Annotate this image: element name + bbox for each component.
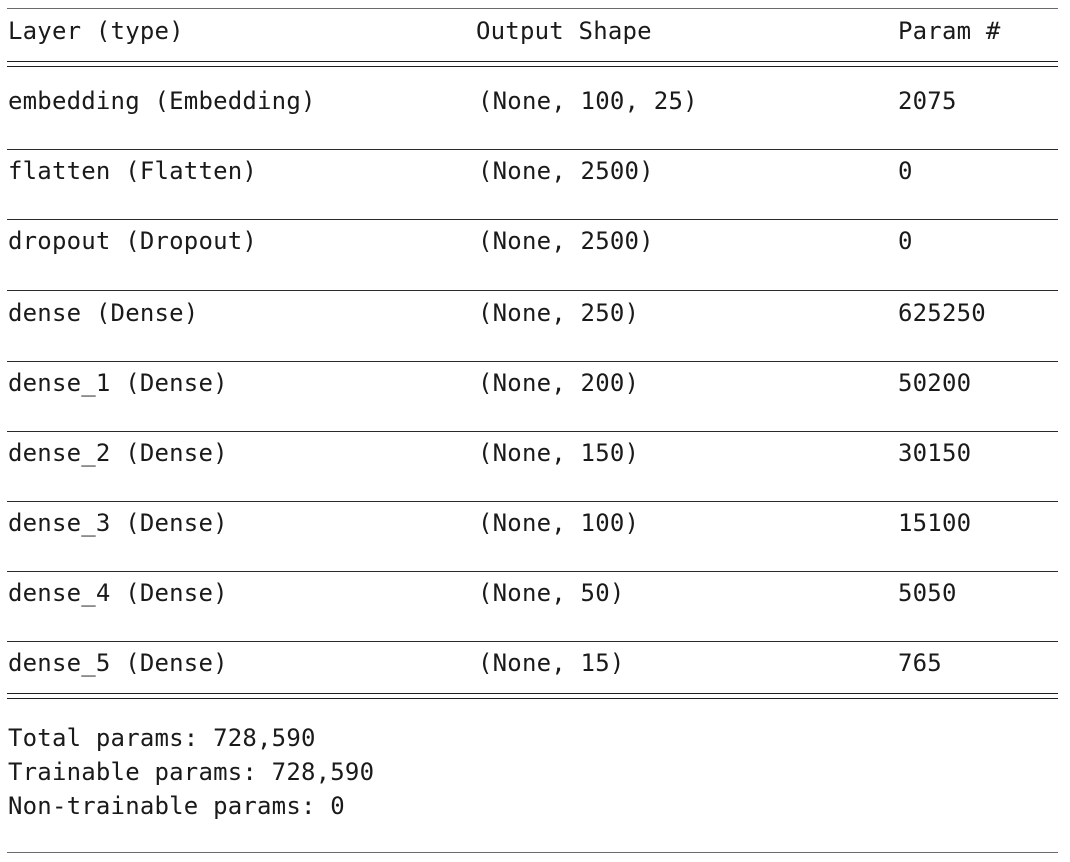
output-shape: (None, 2500)	[478, 227, 654, 255]
non-trainable-params: Non-trainable params: 0	[8, 792, 345, 820]
param-count: 0	[898, 157, 913, 185]
row-divider	[7, 641, 1058, 642]
layer-name: dense_3 (Dense)	[8, 509, 228, 537]
output-shape: (None, 50)	[478, 579, 625, 607]
header-output-shape: Output Shape	[476, 17, 652, 45]
layer-name: flatten (Flatten)	[8, 157, 258, 185]
footer-double-rule	[7, 693, 1058, 699]
bottom-rule	[7, 852, 1058, 853]
row-divider	[7, 219, 1058, 220]
row-divider	[7, 571, 1058, 572]
top-rule	[7, 8, 1058, 9]
layer-name: dense_1 (Dense)	[8, 369, 228, 397]
output-shape: (None, 250)	[478, 299, 640, 327]
row-divider	[7, 290, 1058, 291]
output-shape: (None, 15)	[478, 649, 625, 677]
layer-name: embedding (Embedding)	[8, 87, 316, 115]
layer-name: dense_4 (Dense)	[8, 579, 228, 607]
row-divider	[7, 431, 1058, 432]
output-shape: (None, 100, 25)	[478, 87, 698, 115]
row-divider	[7, 501, 1058, 502]
param-count: 5050	[898, 579, 957, 607]
output-shape: (None, 100)	[478, 509, 640, 537]
header-param-count: Param #	[898, 17, 1001, 45]
param-count: 50200	[898, 369, 972, 397]
layer-name: dense_5 (Dense)	[8, 649, 228, 677]
output-shape: (None, 2500)	[478, 157, 654, 185]
header-double-rule	[7, 61, 1058, 67]
row-divider	[7, 361, 1058, 362]
total-params: Total params: 728,590	[8, 724, 316, 752]
param-count: 2075	[898, 87, 957, 115]
output-shape: (None, 150)	[478, 439, 640, 467]
param-count: 0	[898, 227, 913, 255]
param-count: 15100	[898, 509, 972, 537]
param-count: 625250	[898, 299, 986, 327]
layer-name: dense (Dense)	[8, 299, 199, 327]
row-divider	[7, 149, 1058, 150]
layer-name: dropout (Dropout)	[8, 227, 258, 255]
param-count: 765	[898, 649, 942, 677]
layer-name: dense_2 (Dense)	[8, 439, 228, 467]
header-layer-type: Layer (type)	[8, 17, 184, 45]
trainable-params: Trainable params: 728,590	[8, 758, 375, 786]
param-count: 30150	[898, 439, 972, 467]
output-shape: (None, 200)	[478, 369, 640, 397]
